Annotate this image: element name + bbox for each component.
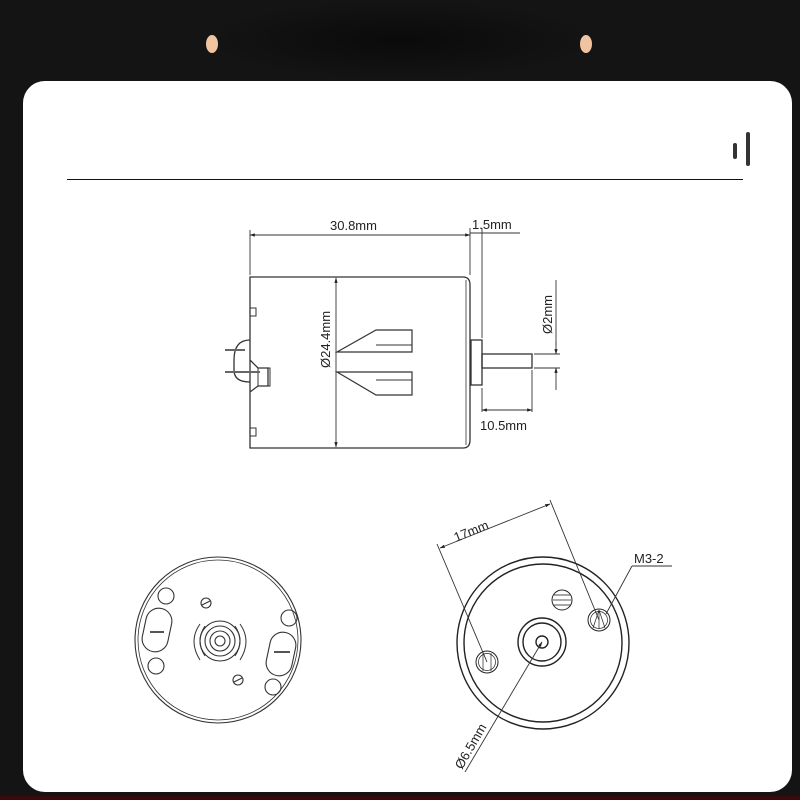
signal-bar-short — [733, 143, 737, 159]
body-diameter-label: Ø24.4mm — [318, 311, 333, 368]
hole-spacing-label: 17mm — [452, 517, 491, 544]
decorative-dot-right — [580, 35, 592, 53]
bottom-edge — [0, 796, 800, 800]
drawing-card — [23, 81, 792, 792]
flange-dimension-label: 1.5mm — [472, 217, 512, 232]
background-glow — [200, 0, 600, 80]
signal-bar-tall — [746, 132, 750, 166]
side-view — [225, 276, 533, 449]
side-view-dimensions — [249, 228, 560, 448]
rear-view — [134, 556, 302, 724]
length-dimension-label: 30.8mm — [330, 218, 377, 233]
boss-diameter-label: Ø6.5mm — [452, 721, 490, 772]
shaft-length-label: 10.5mm — [480, 418, 527, 433]
header-divider — [67, 179, 743, 180]
decorative-dot-left — [206, 35, 218, 53]
thread-spec-label: M3-2 — [634, 551, 664, 566]
front-view — [456, 556, 630, 730]
front-view-dimensions — [436, 499, 672, 773]
signal-bars-icon — [731, 129, 755, 169]
shaft-diameter-label: Ø2mm — [540, 295, 555, 334]
